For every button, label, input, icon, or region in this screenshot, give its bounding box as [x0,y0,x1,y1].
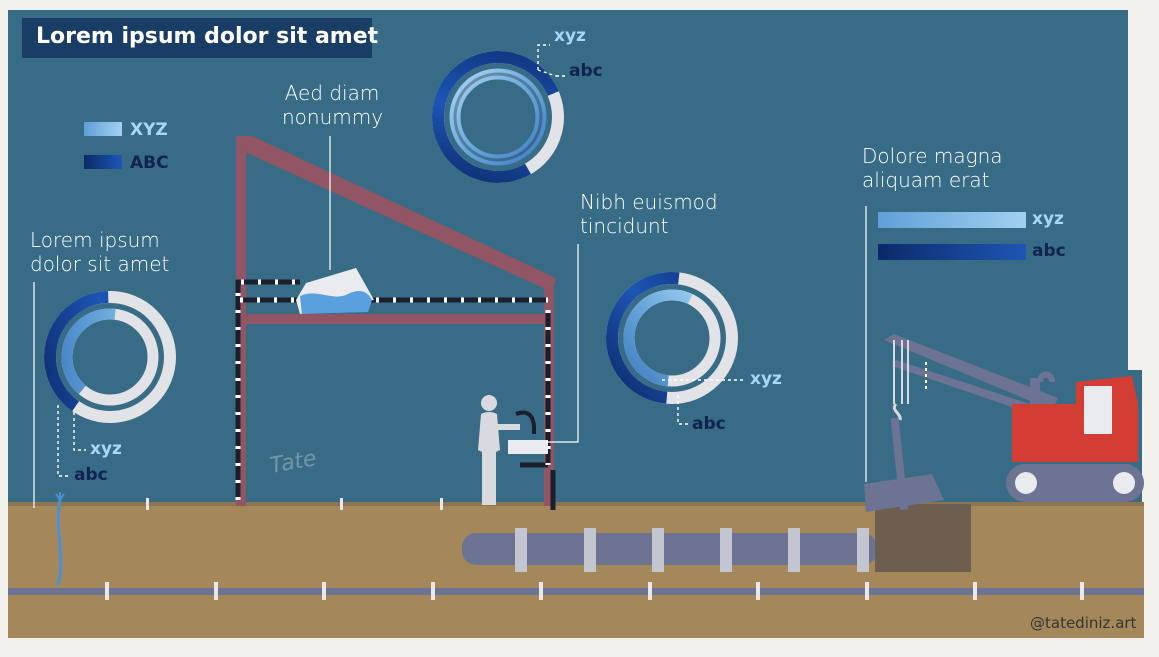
donut-middle-abc-label: abc [692,414,726,434]
large-pipe [462,528,877,572]
annotation-left: Lorem ipsum dolor sit amet [30,228,170,276]
donut-top-abc-label: abc [569,61,603,81]
ground-markers [146,498,443,510]
annotation-right: Dolore magna aliquam erat [862,144,1003,192]
water-line-tip [55,492,65,502]
annotation-pointer-lines [33,136,867,508]
donut-middle [605,272,738,404]
main-pipe [8,588,1144,595]
donut-left-xyz-label: xyz [90,439,122,459]
annotation-middle: Nibh euismod tincidunt [580,190,718,238]
donut-top [432,51,564,183]
excavator [864,334,1144,512]
bar-abc [878,244,1026,260]
donut-left-abc-label: abc [74,465,108,485]
internal-pipes [235,279,556,510]
person-figure [478,395,520,505]
donut-middle-xyz-label: xyz [750,369,782,389]
ground [8,504,1144,638]
legend-label-xyz: XYZ [130,120,168,140]
ground-edge [8,502,1144,506]
watermark: @tatediniz.art [1030,614,1137,632]
bar-abc-label: abc [1032,241,1066,261]
donut-left [44,291,176,423]
legend-swatch-xyz [84,122,122,136]
sink [508,410,548,454]
legend-swatch-abc [84,155,122,169]
leader-lines [57,44,745,477]
legend-label-abc: ABC [130,153,169,173]
water-line [56,499,63,586]
bar-xyz [878,212,1026,228]
page-title: Lorem ipsum dolor sit amet [36,24,379,49]
water-tank [296,268,374,314]
main-pipe-joints [105,582,1084,600]
bar-xyz-label: xyz [1032,209,1064,229]
donut-top-xyz-label: xyz [554,26,586,46]
title-box [22,18,372,58]
annotation-top: Aed diam nonummy [282,81,384,129]
trench [875,504,971,572]
